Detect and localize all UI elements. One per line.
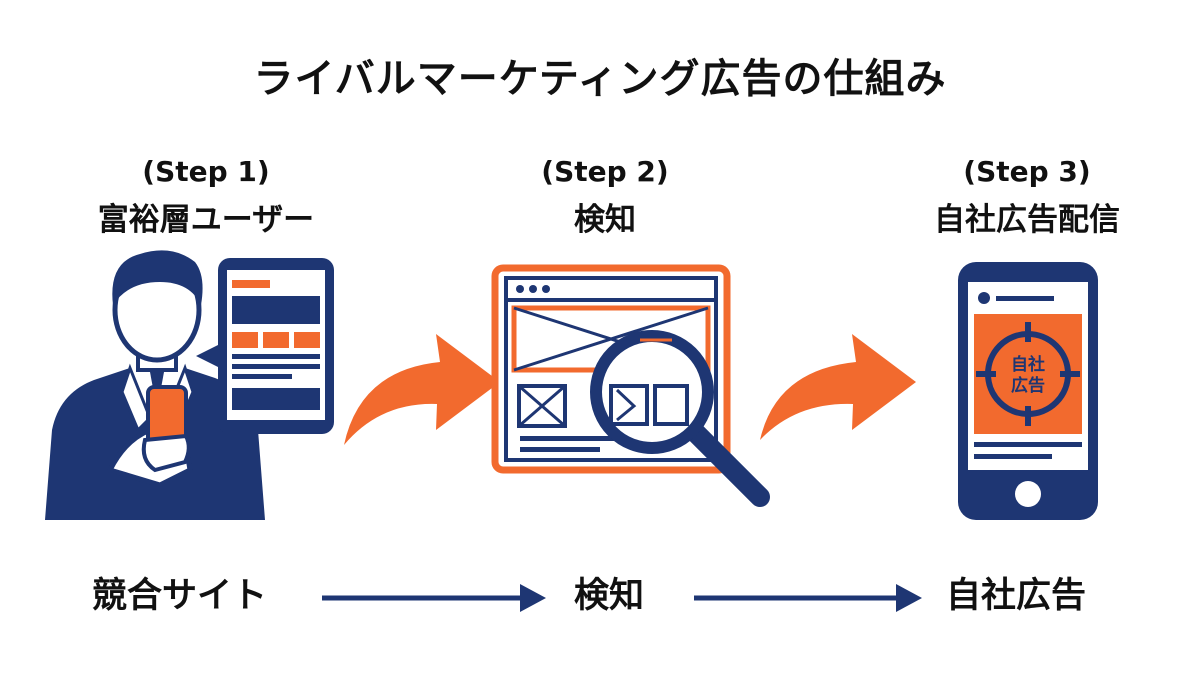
step-1-name: 富裕層ユーザー xyxy=(97,202,315,238)
curved-arrow-icon xyxy=(760,334,916,440)
smartphone-in-hand-icon xyxy=(141,385,191,473)
flow-label-own-ad: 自社広告 xyxy=(946,576,1087,616)
step-1-number: (Step 1) xyxy=(142,155,270,188)
flow-arrow-icon xyxy=(694,584,922,612)
step-3-number: (Step 3) xyxy=(963,155,1091,188)
magnifier-icon xyxy=(590,330,770,507)
step-3-name: 自社広告配信 xyxy=(934,202,1120,238)
curved-arrow-icon xyxy=(344,334,500,445)
page-title: ライバルマーケティング広告の仕組み xyxy=(253,56,947,102)
ad-badge-line-2: 広告 xyxy=(1011,375,1045,396)
target-icon xyxy=(976,322,1080,426)
step-2-heading: (Step 2) 検知 xyxy=(455,148,755,244)
step-2-name: 検知 xyxy=(574,202,636,238)
flow-label-detection: 検知 xyxy=(574,576,645,616)
step-2-number: (Step 2) xyxy=(541,155,669,188)
ad-badge-line-1: 自社 xyxy=(1011,354,1045,375)
flow-label-competitor-site: 競合サイト xyxy=(92,576,268,616)
step-1-heading: (Step 1) 富裕層ユーザー xyxy=(56,148,356,244)
flow-arrow-icon xyxy=(322,584,546,612)
tablet-icon xyxy=(196,258,334,434)
step-3-heading: (Step 3) 自社広告配信 xyxy=(877,148,1177,244)
